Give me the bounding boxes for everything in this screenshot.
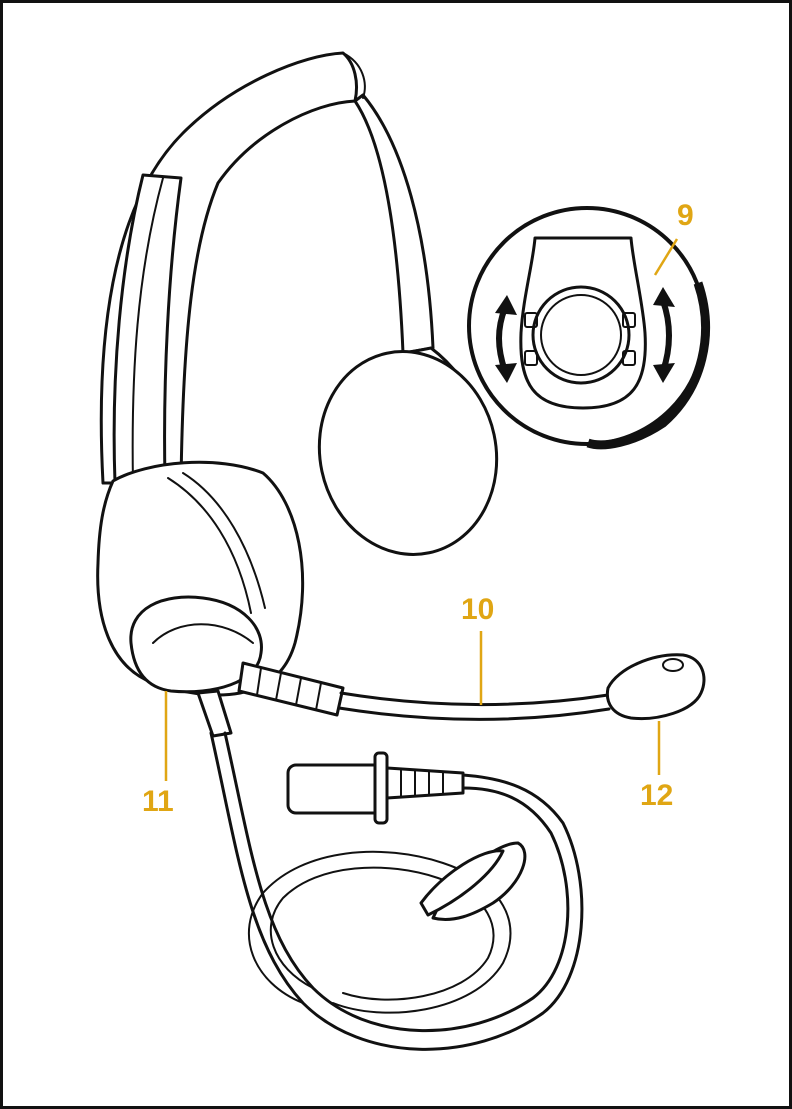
boom-arm xyxy=(237,661,611,721)
inset-detail xyxy=(467,206,710,450)
clothing-clip xyxy=(419,841,527,922)
callout-9: 9 xyxy=(677,199,694,232)
callout-10: 10 xyxy=(461,593,495,626)
cord xyxy=(196,689,584,1051)
boom-pivot xyxy=(129,595,263,694)
microphone xyxy=(605,653,706,721)
ear-cushion-right xyxy=(317,346,499,556)
headset-illustration xyxy=(96,51,710,1051)
headband xyxy=(99,51,435,485)
quick-disconnect-connector xyxy=(286,751,465,825)
leader-lines xyxy=(164,238,679,781)
callout-12: 12 xyxy=(640,779,674,812)
rotation-arrows-icon xyxy=(495,287,675,383)
callout-11: 11 xyxy=(142,785,174,818)
